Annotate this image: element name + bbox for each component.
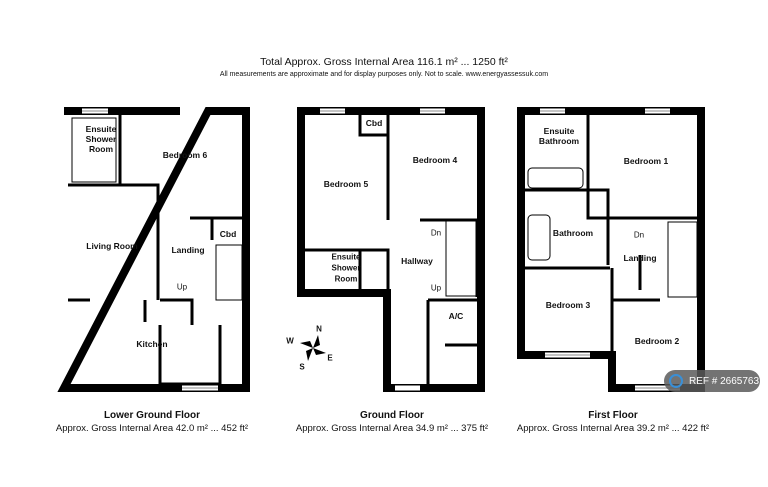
stair-down-label: Dn xyxy=(430,228,442,238)
ground-floor-walls xyxy=(297,107,485,392)
disclaimer: All measurements are approximate and for… xyxy=(219,71,549,78)
room-bedroom-2: Bedroom 2 xyxy=(634,336,680,346)
first-floor-walls xyxy=(517,107,705,392)
stair-up-label: Up xyxy=(430,283,442,293)
room-landing-lg: Landing xyxy=(171,245,205,255)
room-hallway: Hallway xyxy=(401,256,433,266)
compass-icon xyxy=(300,335,326,361)
stair-up-label: Up xyxy=(176,282,188,292)
reference-text: REF # 2665763 xyxy=(689,375,760,387)
room-bedroom-4: Bedroom 4 xyxy=(412,155,458,165)
room-ensuite-bathroom: Ensuite Bathroom xyxy=(538,126,580,146)
compass-w: W xyxy=(286,336,294,346)
room-bedroom-6: Bedroom 6 xyxy=(162,150,208,160)
room-living-room: Living Room xyxy=(86,241,138,251)
room-ac: A/C xyxy=(448,311,464,321)
room-cbd-lg: Cbd xyxy=(219,229,237,239)
compass-s: S xyxy=(299,362,305,372)
room-ensuite-shower-lg: Ensuite Shower Room xyxy=(85,124,117,154)
compass-n: N xyxy=(316,324,322,334)
reference-badge: REF # 2665763 xyxy=(664,370,760,392)
room-cbd-g: Cbd xyxy=(365,118,383,128)
room-kitchen: Kitchen xyxy=(136,339,168,349)
room-ensuite-shower-g: Ensuite Shower Room xyxy=(331,252,361,284)
total-area-title: Total Approx. Gross Internal Area 116.1 … xyxy=(260,56,508,68)
lower-ground-walls xyxy=(57,107,250,392)
room-landing-ff: Landing xyxy=(623,253,657,263)
room-bathroom: Bathroom xyxy=(552,228,594,238)
stair-down-label: Dn xyxy=(633,230,645,240)
compass-e: E xyxy=(327,353,333,363)
room-bedroom-1: Bedroom 1 xyxy=(623,156,669,166)
home-icon xyxy=(669,374,683,388)
room-bedroom-5: Bedroom 5 xyxy=(323,179,369,189)
room-bedroom-3: Bedroom 3 xyxy=(545,300,591,310)
